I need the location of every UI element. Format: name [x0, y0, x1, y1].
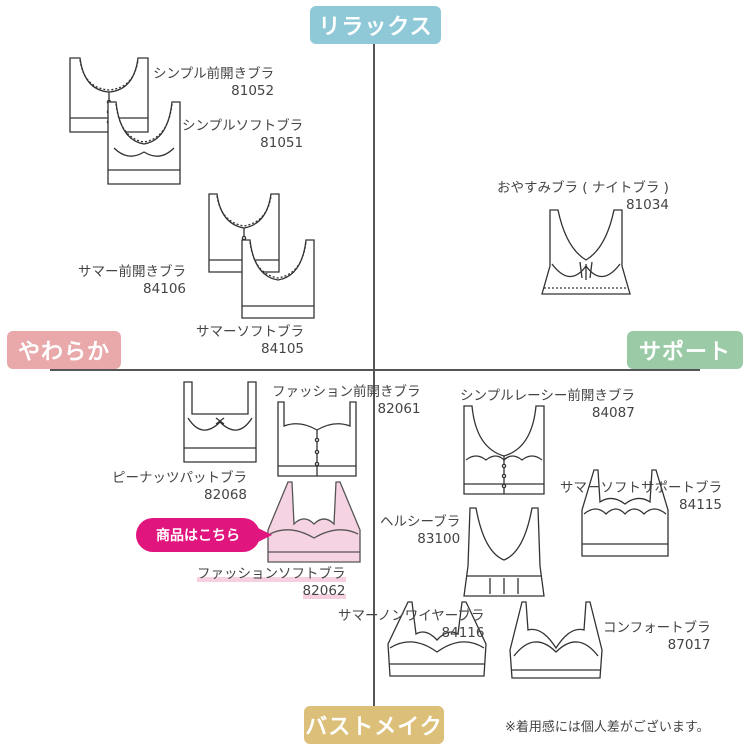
- product-name: コンフォートブラ: [603, 620, 711, 636]
- product-label-81034[interactable]: おやすみブラ ( ナイトブラ ) 81034: [497, 180, 669, 214]
- axis-label-bust-make: バストメイク: [304, 706, 444, 744]
- product-image-82068[interactable]: [178, 378, 262, 464]
- product-image-84105[interactable]: [238, 236, 318, 322]
- product-code: 81052: [231, 83, 275, 99]
- product-name: シンプルレーシー前開きブラ: [460, 388, 635, 404]
- product-code: 82068: [204, 487, 247, 503]
- product-code: 87017: [667, 637, 711, 653]
- product-code: 81051: [260, 135, 304, 151]
- axis-label-relax: リラックス: [310, 6, 441, 44]
- product-label-84105[interactable]: サマーソフトブラ 84105: [196, 324, 304, 358]
- product-image-81051[interactable]: [104, 100, 184, 186]
- product-code: 84087: [591, 405, 635, 421]
- product-label-82062[interactable]: ファッションソフトブラ 82062: [197, 566, 346, 600]
- product-code: 84115: [679, 497, 722, 513]
- product-name: おやすみブラ ( ナイトブラ ): [497, 180, 669, 196]
- product-name: ファッションソフトブラ: [197, 566, 346, 582]
- product-name: サマーノンワイヤーブラ: [338, 608, 485, 624]
- product-name: シンプルソフトブラ: [182, 118, 304, 134]
- product-code: 82061: [377, 401, 421, 417]
- product-label-81052[interactable]: シンプル前開きブラ 81052: [153, 66, 274, 100]
- product-image-81034[interactable]: [540, 208, 632, 300]
- product-name: ヘルシーブラ: [380, 514, 461, 530]
- product-label-82061[interactable]: ファッション前開きブラ 82061: [272, 384, 421, 418]
- product-name: ピーナッツパットブラ: [112, 470, 247, 486]
- product-code: 81034: [625, 197, 669, 213]
- product-label-81051[interactable]: シンプルソフトブラ 81051: [182, 118, 303, 152]
- product-code: 83100: [417, 531, 461, 547]
- product-link-button[interactable]: 商品はこちら: [136, 518, 272, 552]
- product-label-84115[interactable]: サマーソフトサポートブラ 84115: [560, 480, 722, 514]
- product-image-84116[interactable]: [386, 600, 488, 680]
- product-name: サマーソフトブラ: [196, 324, 304, 340]
- product-label-84116[interactable]: サマーノンワイヤーブラ 84116: [338, 608, 484, 642]
- product-code: 82062: [302, 583, 346, 599]
- axis-label-support: サポート: [627, 331, 743, 369]
- product-code: 84105: [261, 341, 304, 357]
- product-name: シンプル前開きブラ: [153, 66, 275, 82]
- product-label-84087[interactable]: シンプルレーシー前開きブラ 84087: [460, 388, 635, 422]
- fit-disclaimer: ※着用感には個人差がございます。: [505, 720, 710, 735]
- product-image-82061[interactable]: [272, 400, 362, 480]
- product-label-83100[interactable]: ヘルシーブラ 83100: [380, 514, 460, 548]
- product-image-84115[interactable]: [578, 468, 672, 560]
- axis-label-soft: やわらか: [7, 331, 121, 369]
- product-code: 84116: [441, 625, 485, 641]
- product-name: サマー前開きブラ: [78, 264, 186, 280]
- product-label-82068[interactable]: ピーナッツパットブラ 82068: [112, 470, 247, 504]
- product-name: ファッション前開きブラ: [272, 384, 421, 400]
- product-image-82062[interactable]: [264, 480, 364, 568]
- product-code: 84106: [143, 281, 186, 297]
- product-label-87017[interactable]: コンフォートブラ 87017: [603, 620, 711, 654]
- product-label-84106[interactable]: サマー前開きブラ 84106: [78, 264, 186, 298]
- product-image-84087[interactable]: [458, 404, 550, 496]
- product-image-83100[interactable]: [460, 506, 548, 598]
- product-name: サマーソフトサポートブラ: [560, 480, 722, 496]
- product-image-87017[interactable]: [508, 600, 604, 680]
